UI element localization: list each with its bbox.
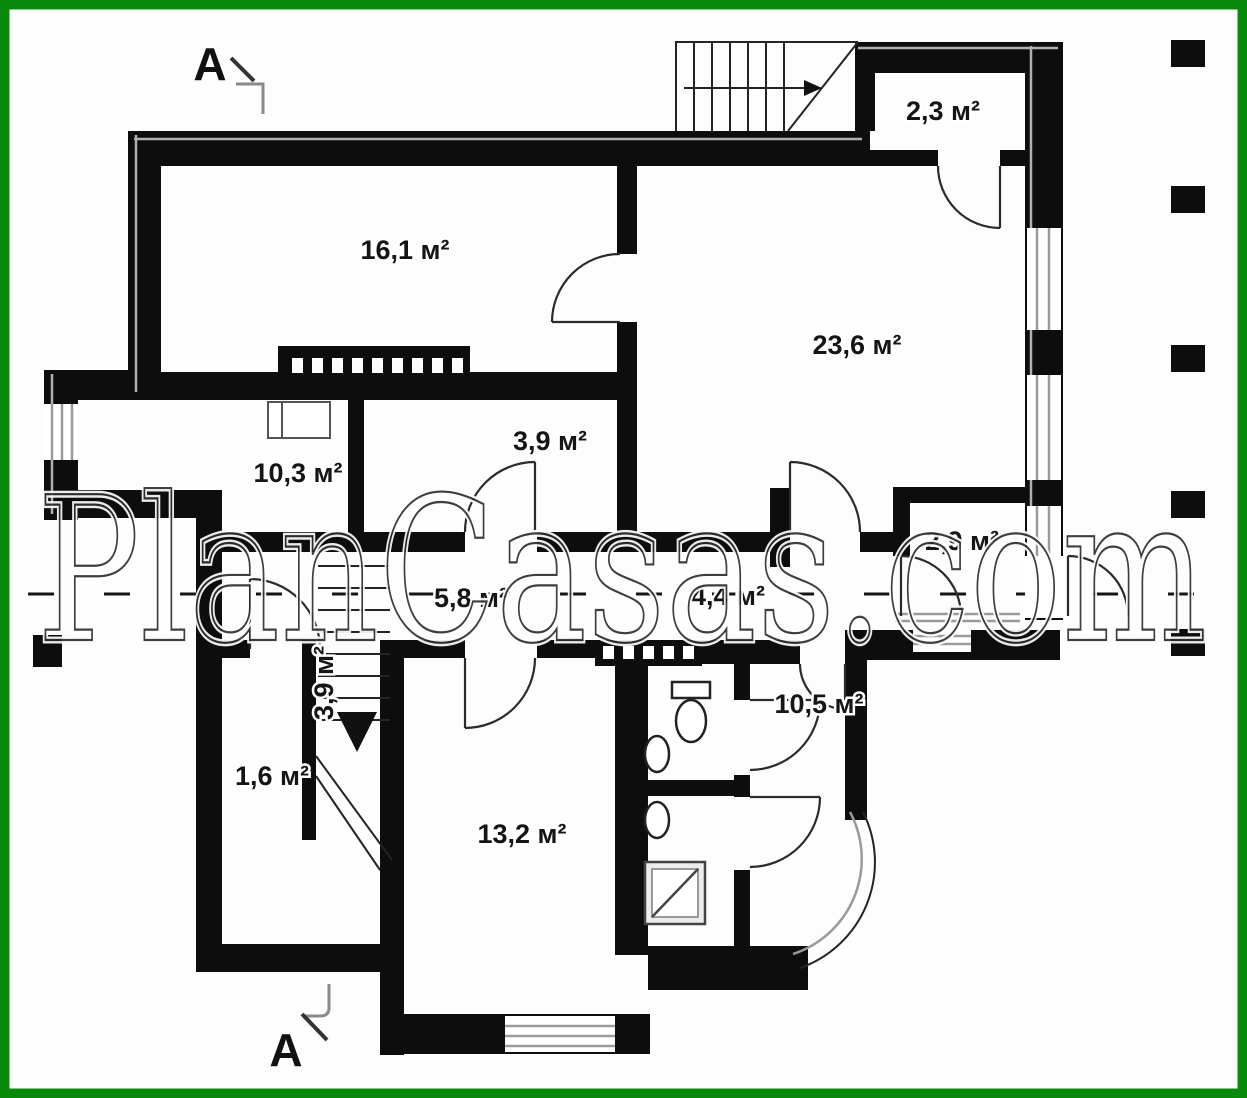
vent-block-north xyxy=(278,346,470,392)
window-east-3 xyxy=(1027,506,1061,556)
room-label-1-6: 1,6 м² xyxy=(235,761,309,791)
stairs-upper xyxy=(675,41,859,132)
column-marker xyxy=(1171,491,1205,518)
door-exterior-east xyxy=(1066,554,1130,617)
hall-label-5-8: 5,8 м² xyxy=(434,583,508,613)
column-marker xyxy=(1171,186,1205,213)
room-label-2-9: 2,9 м² xyxy=(925,526,999,556)
windows xyxy=(44,228,1061,1052)
room-label-13-2: 13,2 м² xyxy=(477,819,566,849)
door-23-6 xyxy=(788,460,862,533)
sink-icon-1 xyxy=(643,734,671,774)
column-marker xyxy=(1171,40,1205,67)
door-13-2 xyxy=(463,657,537,730)
stairs-lower xyxy=(315,565,393,871)
door-3-9 xyxy=(463,460,537,533)
shower-icon xyxy=(643,860,707,926)
column-marker xyxy=(33,635,62,667)
window-east-1 xyxy=(1027,228,1061,330)
room-label-2-3: 2,3 м² xyxy=(906,96,980,126)
vent-block-bath xyxy=(603,646,694,659)
east-door-opening xyxy=(1025,556,1063,618)
stairs-up-arrow xyxy=(804,80,822,96)
sink-icon-2 xyxy=(643,800,671,840)
bay-window xyxy=(792,811,876,969)
window-west-wing xyxy=(44,404,78,460)
room-labels: 16,1 м² 23,6 м² 2,3 м² 10,3 м² 3,9 м² 2,… xyxy=(233,94,1002,852)
doors xyxy=(248,165,1130,869)
stairs-down-arrow xyxy=(337,712,377,752)
column-marker xyxy=(1171,345,1205,372)
window-south-13-2 xyxy=(505,1016,615,1052)
furniture-dresser xyxy=(267,401,331,439)
watermark-halo: PlanCasas.com xyxy=(37,455,1207,688)
door-bath xyxy=(749,795,822,869)
watermark-text: PlanCasas.com xyxy=(37,455,1207,688)
toilet-icon xyxy=(670,680,712,744)
door-16-1 xyxy=(550,252,621,324)
door-vestibule-2-9 xyxy=(899,554,963,617)
door-1-6 xyxy=(248,577,322,650)
door-2-3 xyxy=(936,165,1002,230)
room-label-10-5: 10,5 м² xyxy=(774,689,863,719)
window-east-2 xyxy=(1027,375,1061,480)
column-marker xyxy=(1171,629,1205,656)
room-label-10-3: 10,3 м² xyxy=(253,458,342,488)
section-marker-a-bottom: A xyxy=(269,984,331,1076)
stair-label-3-9: 3,9 м² xyxy=(309,646,339,720)
door-10-5 xyxy=(798,663,847,711)
window-south-2-9 xyxy=(895,612,1020,652)
column-markers xyxy=(33,40,1205,667)
section-marker-a-top: A xyxy=(193,38,265,114)
room-label-16-1: 16,1 м² xyxy=(360,235,449,265)
room-label-23-6: 23,6 м² xyxy=(812,330,901,360)
door-wc xyxy=(749,698,822,772)
section-letter-bottom: A xyxy=(269,1024,302,1076)
section-letter-top: A xyxy=(193,38,226,90)
hall-label-4-4: 4,4 м² xyxy=(691,581,765,611)
room-label-3-9: 3,9 м² xyxy=(513,426,587,456)
watermark: PlanCasas.com PlanCasas.com xyxy=(34,452,1211,692)
